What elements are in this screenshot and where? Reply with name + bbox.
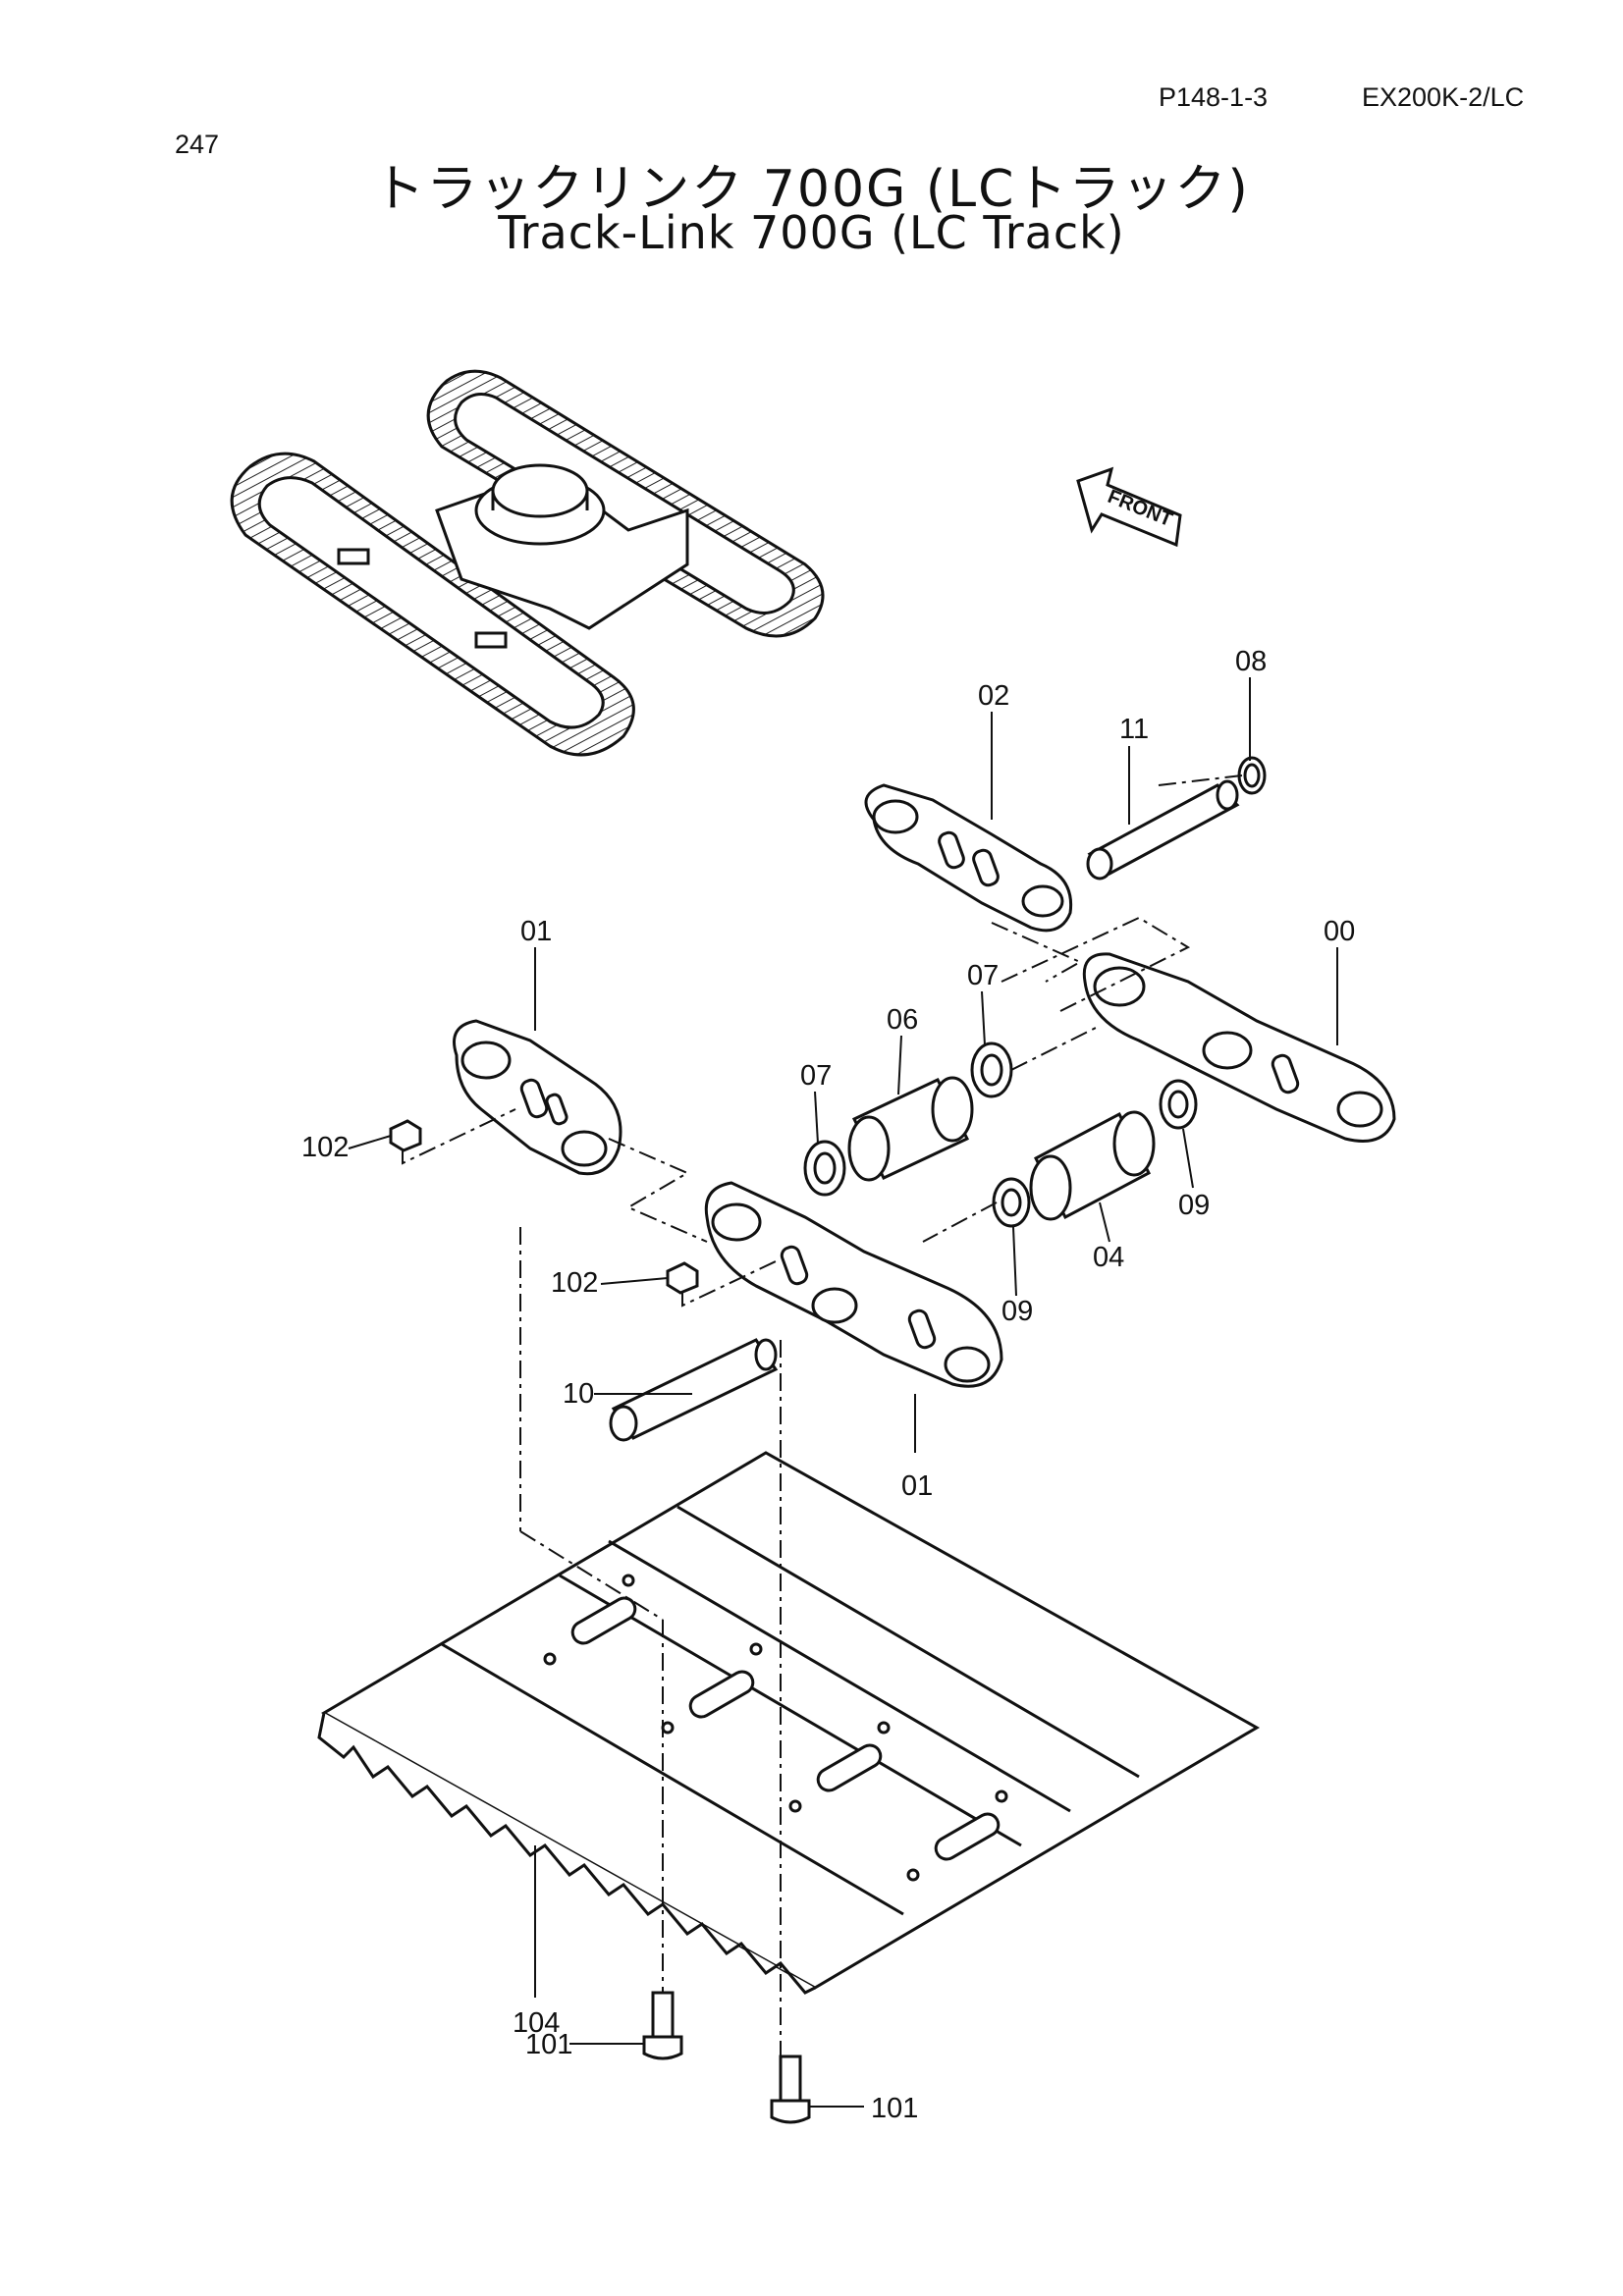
track-link-01-lower — [704, 1181, 1003, 1388]
bolt-101-left — [642, 1991, 683, 2060]
title-japanese: トラックリンク 700G (LCトラック) — [373, 160, 1250, 219]
model-code: EX200K-2/LC — [1362, 82, 1525, 112]
callout-07-left: 07 — [800, 1060, 832, 1092]
callout-02: 02 — [978, 680, 1009, 712]
undercarriage-overview — [230, 369, 825, 757]
callout-101-right: 101 — [871, 2093, 918, 2124]
nut-102-upper — [389, 1119, 422, 1152]
callout-104: 104 — [513, 2007, 560, 2039]
callout-06: 06 — [887, 1004, 918, 1036]
track-link-00 — [1082, 952, 1396, 1143]
center-frame — [337, 463, 689, 649]
callout-01-lower: 01 — [901, 1470, 933, 1502]
seal-07-right — [970, 1041, 1013, 1098]
callout-101-left: 101 — [525, 2029, 572, 2060]
bolt-101-right — [770, 2055, 811, 2124]
nut-102-middle — [666, 1261, 699, 1295]
bushing-04 — [1029, 1110, 1156, 1221]
callout-102-middle: 102 — [551, 1267, 598, 1299]
callout-01-upper: 01 — [520, 916, 552, 947]
page-reference: P148-1-3 — [1159, 82, 1269, 112]
track-shoes-104 — [317, 1451, 1261, 1995]
track-link-02 — [864, 783, 1073, 933]
leader-lines — [348, 677, 1338, 2108]
callout-102-upper: 102 — [301, 1132, 349, 1163]
track-link-01-upper — [453, 1019, 622, 1176]
callout-08: 08 — [1235, 646, 1267, 677]
assembly-guide-lines — [402, 774, 1243, 2056]
callout-09-left: 09 — [1001, 1296, 1033, 1327]
callout-09-right: 09 — [1178, 1190, 1210, 1221]
seal-09-left — [992, 1177, 1031, 1228]
track-pin-10 — [609, 1338, 779, 1442]
seal-09-right — [1159, 1079, 1198, 1130]
left-crawler-track — [230, 452, 635, 757]
bushing-06 — [847, 1076, 974, 1182]
callout-07-right: 07 — [967, 960, 999, 991]
snap-ring-08 — [1237, 756, 1267, 795]
callout-11: 11 — [1119, 714, 1149, 745]
callout-00: 00 — [1324, 916, 1355, 947]
front-direction-indicator: FRONT — [1076, 466, 1182, 548]
page-number: 247 — [175, 130, 220, 159]
title-english: Track-Link 700G (LC Track) — [498, 206, 1125, 259]
right-crawler-track — [426, 369, 825, 638]
seal-07-left — [803, 1140, 846, 1197]
master-pin-11 — [1086, 779, 1240, 881]
callout-04: 04 — [1093, 1242, 1124, 1273]
callout-10: 10 — [563, 1378, 594, 1410]
